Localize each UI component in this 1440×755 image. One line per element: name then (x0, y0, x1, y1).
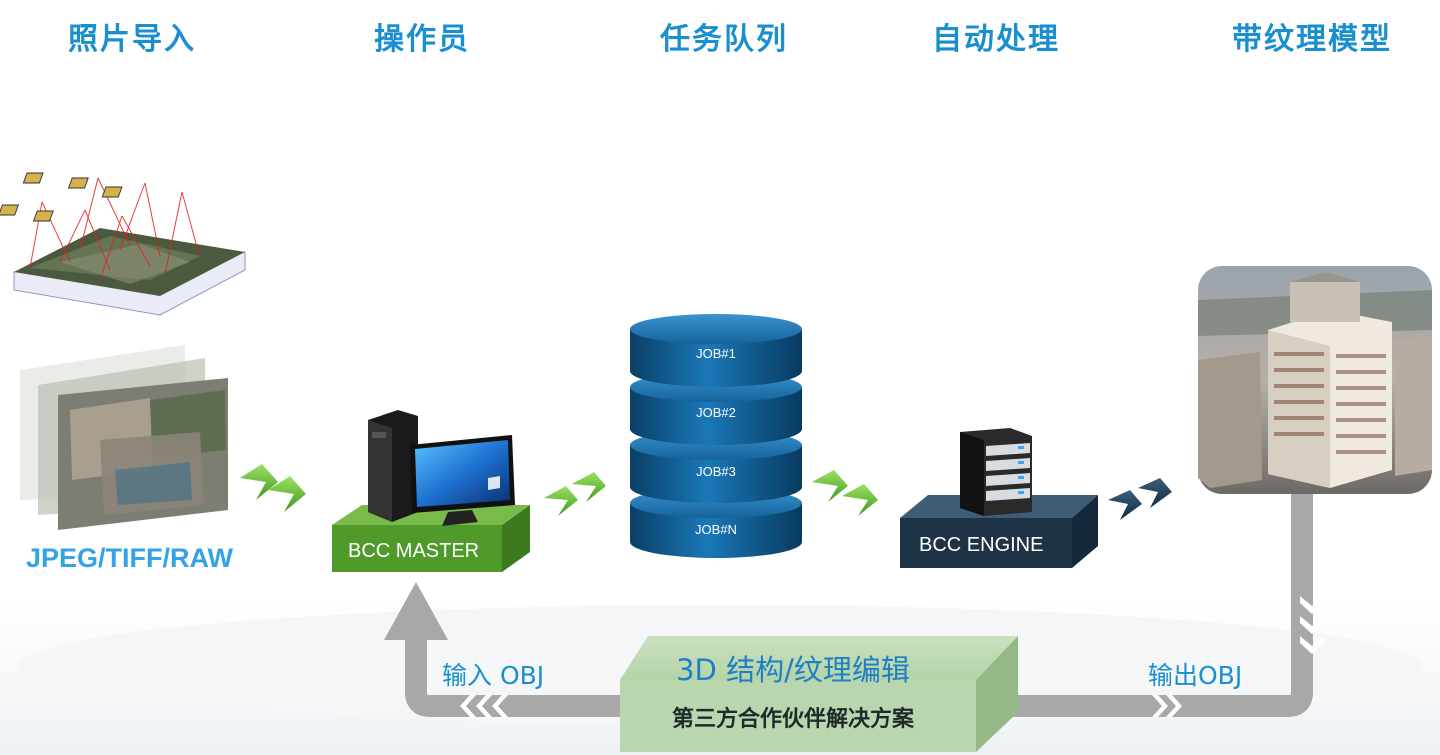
photo-stack-icon (20, 345, 228, 530)
terrain-cameras-icon (0, 172, 246, 316)
engine-platform (900, 495, 1098, 568)
arrow-chevron-icon (812, 470, 878, 516)
third-party-subtitle: 第三方合作伙伴解决方案 (671, 707, 914, 732)
arrow-chevron-icon (1108, 478, 1172, 520)
textured-model-icon (1198, 266, 1432, 494)
master-platform (332, 505, 530, 572)
computer-icon (368, 410, 515, 526)
header-photo-import: 照片导入 (68, 22, 196, 57)
job-label: JOB#3 (696, 464, 736, 479)
header-textured-model: 带纹理模型 (1232, 22, 1392, 57)
output-obj-label: 输出OBJ (1148, 661, 1243, 690)
engine-label: BCC ENGINE (919, 534, 1044, 556)
header-auto-process: 自动处理 (932, 22, 1060, 57)
job-label: JOB#N (695, 522, 737, 537)
arrow-chevron-icon (544, 472, 606, 516)
third-party-box (620, 636, 1018, 752)
job-queue-icon (630, 314, 802, 558)
third-party-title: 3D 结构/纹理编辑 (676, 653, 910, 687)
arrow-chevron-icon (240, 464, 306, 512)
job-label: JOB#1 (696, 346, 736, 361)
header-task-queue: 任务队列 (660, 22, 788, 57)
input-obj-label: 输入 OBJ (442, 661, 545, 690)
job-label: JOB#2 (696, 405, 736, 420)
format-label: JPEG/TIFF/RAW (26, 543, 234, 573)
master-label: BCC MASTER (348, 540, 480, 562)
server-icon (960, 428, 1032, 516)
header-operator: 操作员 (374, 22, 470, 57)
